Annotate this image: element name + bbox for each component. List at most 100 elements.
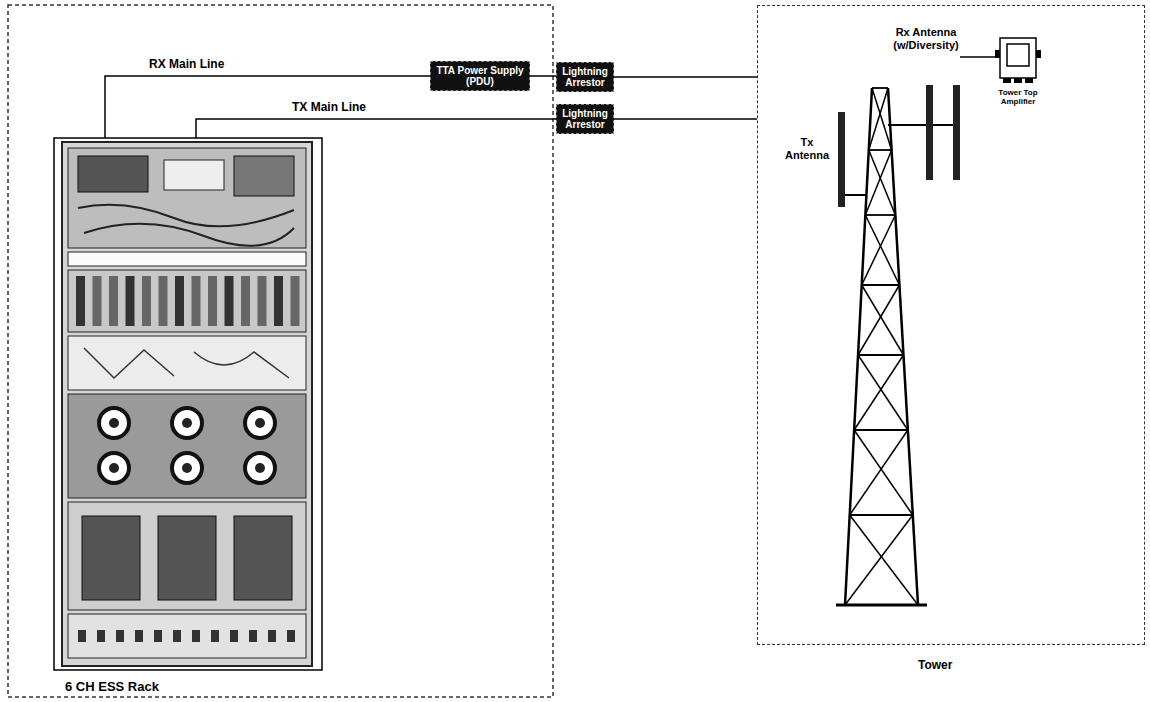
rack-switch xyxy=(249,630,257,642)
tower-brace xyxy=(865,150,891,215)
tower-brace xyxy=(869,150,896,215)
line-label: RX Main Line xyxy=(147,57,226,71)
rack-switch xyxy=(230,630,238,642)
card-slat xyxy=(142,276,151,326)
card-slat xyxy=(225,276,234,326)
connector-line xyxy=(614,118,757,120)
tower-girt xyxy=(858,354,903,356)
rf-port xyxy=(99,408,129,438)
antenna-mount xyxy=(845,194,866,196)
antenna-label: Tx Antenna xyxy=(778,136,836,161)
card-slat xyxy=(159,276,168,326)
card-slat xyxy=(93,276,102,326)
tower-girt xyxy=(862,284,900,286)
lightning-arrestor: Lightning Arrestor xyxy=(556,62,614,92)
tta-housing xyxy=(1000,38,1036,78)
rack-module-bay xyxy=(68,502,306,610)
antenna-mount xyxy=(888,124,960,126)
rf-port xyxy=(99,453,129,483)
equipment-rack: 6 CH ESS Rack xyxy=(54,138,322,670)
tower-brace xyxy=(869,88,888,150)
rf-port-core xyxy=(109,418,119,428)
tower-brace xyxy=(854,430,913,515)
card-slat xyxy=(192,276,201,326)
connector-line xyxy=(196,119,556,138)
rack-cabinet xyxy=(62,142,312,666)
rf-port-core xyxy=(109,463,119,473)
rack-switch xyxy=(116,630,124,642)
rx-antenna xyxy=(926,85,933,180)
antenna-label: Rx Antenna (w/Diversity) xyxy=(870,26,982,51)
tower-brace xyxy=(854,355,903,430)
rack-dots xyxy=(78,630,295,642)
tower-girt xyxy=(872,87,888,89)
card-slat xyxy=(258,276,267,326)
device-label: Tower Top Amplifier xyxy=(994,88,1042,106)
connector-line xyxy=(530,75,556,77)
rack-module xyxy=(234,156,294,196)
rack-wiring xyxy=(84,348,289,378)
card-slat xyxy=(175,276,184,326)
card-slat xyxy=(76,276,85,326)
card-slat xyxy=(109,276,118,326)
rack-cable xyxy=(78,205,294,227)
connector-line xyxy=(105,76,430,138)
rack-switch xyxy=(192,630,200,642)
tower-brace xyxy=(858,355,908,430)
rx-antenna xyxy=(953,85,960,180)
rack-combiner xyxy=(68,336,306,390)
rack-ports xyxy=(99,408,275,483)
tta-cable xyxy=(960,56,1000,58)
rack-switch xyxy=(78,630,86,642)
tower-brace xyxy=(845,515,913,605)
rf-port xyxy=(245,408,275,438)
power-supply-box: TTA Power Supply (PDU) xyxy=(430,61,530,91)
card-slat xyxy=(274,276,283,326)
rf-port xyxy=(172,408,202,438)
rack-frame xyxy=(54,138,322,670)
rack-switch xyxy=(211,630,219,642)
card-slat xyxy=(241,276,250,326)
tower-brace xyxy=(872,88,892,150)
rf-port-core xyxy=(255,418,265,428)
caption-label: 6 CH ESS Rack xyxy=(65,679,159,694)
connector-line xyxy=(614,76,757,78)
tower-bracing xyxy=(845,88,918,605)
rack-connector-panel xyxy=(68,394,306,498)
box-label: Lightning Arrestor xyxy=(560,108,610,130)
rf-port-core xyxy=(255,463,265,473)
box-label: Lightning Arrestor xyxy=(560,66,610,88)
tower-girt xyxy=(850,514,913,516)
rack-module xyxy=(158,516,216,600)
rack-module xyxy=(78,156,148,192)
tower-brace xyxy=(850,430,908,515)
line-label: TX Main Line xyxy=(290,100,368,114)
rack-slats xyxy=(76,276,300,326)
rf-port-core xyxy=(182,418,192,428)
rack-cable xyxy=(84,224,294,246)
card-slat xyxy=(208,276,217,326)
rack-switch xyxy=(287,630,295,642)
tx-antenna xyxy=(838,112,845,207)
tower-brace xyxy=(850,515,918,605)
rack-module xyxy=(164,160,224,190)
box-label: TTA Power Supply (PDU) xyxy=(434,65,526,87)
tower-girt xyxy=(869,149,892,151)
tower-brace xyxy=(865,215,899,285)
tower-brace xyxy=(858,285,899,355)
tower-brace xyxy=(862,285,904,355)
tower-girt xyxy=(865,214,895,216)
rf-port xyxy=(245,453,275,483)
rack-shelf xyxy=(68,252,306,266)
card-slat xyxy=(291,276,300,326)
rack-switch xyxy=(268,630,276,642)
rf-port xyxy=(172,453,202,483)
card-slat xyxy=(126,276,135,326)
tower-base xyxy=(836,604,927,607)
rack-module xyxy=(82,516,140,600)
tower-brace xyxy=(862,215,896,285)
tower-girt xyxy=(845,604,918,606)
dashed-region xyxy=(8,5,553,697)
rack-switch xyxy=(135,630,143,642)
rack-switch xyxy=(154,630,162,642)
